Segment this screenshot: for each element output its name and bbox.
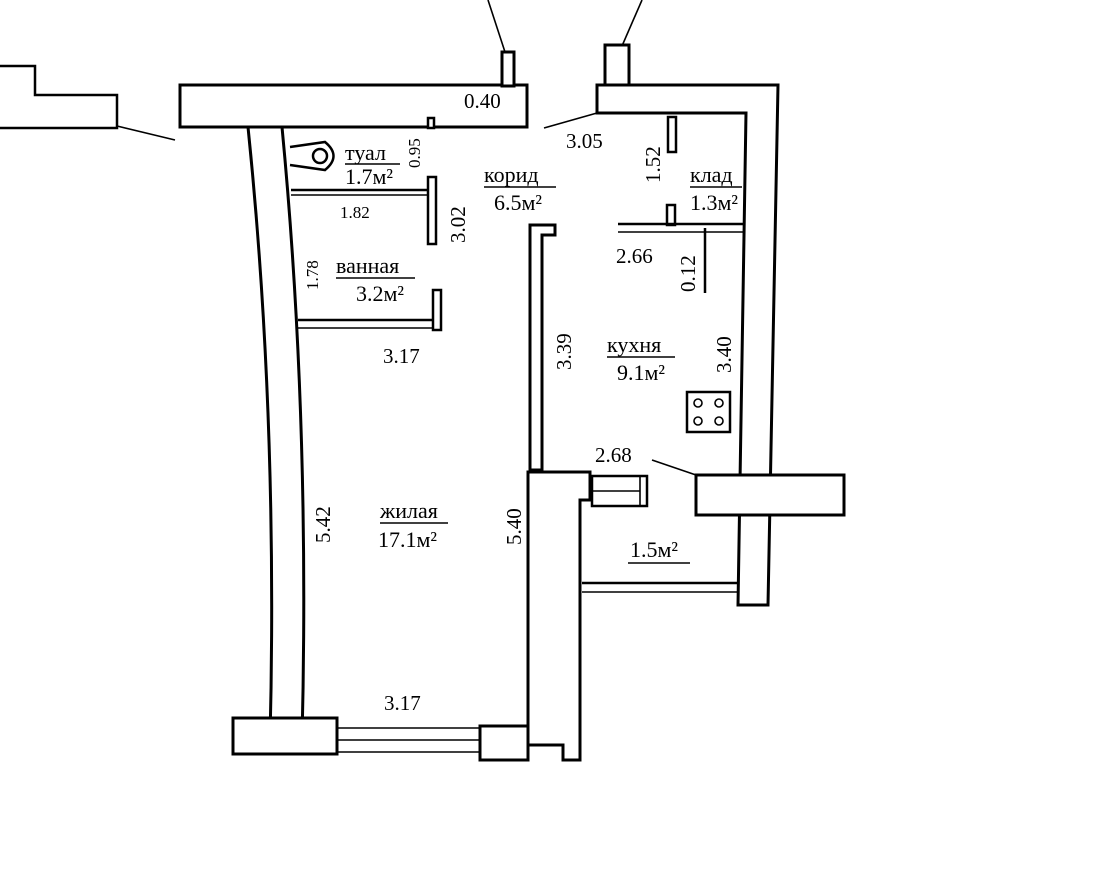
kitchen-name: кухня: [607, 332, 661, 357]
dim-toilet-length: 1.82: [340, 203, 370, 222]
pantry-name: клад: [690, 162, 733, 187]
kitchen-area: 9.1м²: [617, 360, 665, 385]
pantry-post-top: [666, 115, 678, 154]
balcony-area: 1.5м²: [630, 537, 678, 562]
toilet-area: 1.7м²: [345, 164, 393, 189]
top-wall: [178, 83, 529, 129]
stove-icon: [685, 390, 732, 434]
dim-living-bottom: 3.17: [384, 691, 421, 715]
dim-top-wall: 0.40: [464, 89, 501, 113]
door-stub: [426, 116, 436, 130]
dim-corridor-wall: 3.39: [552, 333, 576, 370]
pantry-post-bottom: [665, 203, 677, 227]
dim-living-right: 5.40: [502, 508, 526, 545]
corridor-wall: [528, 223, 557, 472]
dim-pantry-wall: 0.12: [676, 255, 700, 292]
leader-line: [651, 459, 697, 476]
corridor-name: корид: [484, 162, 539, 187]
dim-bath-partition: 3.02: [446, 206, 470, 243]
dim-toilet-width: 0.95: [405, 138, 424, 168]
toilet-fixture: [289, 140, 335, 172]
vent-stub-right: [603, 43, 631, 87]
dim-kitchen-width-bottom: 2.68: [595, 443, 632, 467]
dim-pantry-height: 1.52: [641, 146, 665, 183]
leader-line: [621, 0, 643, 47]
bath-partition-end: [431, 288, 443, 332]
dim-kitchen-height: 3.40: [712, 336, 736, 373]
bathroom-name: ванная: [336, 253, 399, 278]
leader-line: [487, 0, 506, 53]
bathroom-area: 3.2м²: [356, 281, 404, 306]
living-name: жилая: [379, 498, 438, 523]
balcony-slab: [694, 473, 846, 517]
neighbor-building: [0, 64, 176, 141]
bath-partition-post: [426, 175, 438, 246]
balcony-door-wall: [526, 470, 592, 762]
corridor-area: 6.5м²: [494, 190, 542, 215]
living-area: 17.1м²: [378, 527, 437, 552]
bottom-wall-left: [231, 716, 339, 756]
bottom-wall-right: [478, 724, 530, 762]
dim-kitchen-width-top: 2.66: [616, 244, 653, 268]
dim-living-left: 5.42: [311, 506, 335, 543]
toilet-name: туал: [345, 140, 386, 165]
dim-bath-length: 3.17: [383, 344, 420, 368]
pantry-area: 1.3м²: [690, 190, 738, 215]
vent-stub-left: [500, 50, 516, 88]
left-curved-wall: [246, 125, 306, 742]
dim-bath-height: 1.78: [303, 260, 322, 290]
dim-corridor-width: 3.05: [566, 129, 603, 153]
window: [337, 727, 480, 753]
